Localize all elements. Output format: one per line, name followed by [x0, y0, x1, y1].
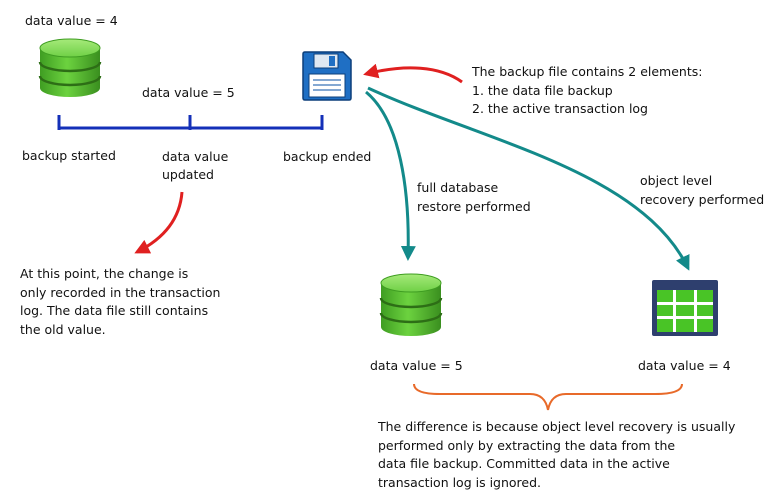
difference-note-line: performed only by extracting the data fr…: [378, 437, 676, 453]
transaction-note-line: log. The data file still contains: [20, 303, 209, 318]
backup-file-note-heading: The backup file contains 2 elements:: [472, 64, 703, 79]
backup-ended-label: backup ended: [283, 149, 372, 164]
database-icon: [379, 273, 443, 336]
difference-note-line: The difference is because object level r…: [378, 419, 736, 434]
backup-contents-arrow: [363, 63, 463, 84]
difference-note-line: data file backup. Committed data in the …: [378, 456, 670, 471]
backup-file-note: The backup file contains 2 elements: 1. …: [472, 63, 702, 119]
transaction-note-line: At this point, the change is: [20, 266, 189, 281]
backup-started-label: backup started: [22, 148, 116, 163]
table-grid-icon: [652, 280, 718, 336]
object-recovery-label-line1: object level: [640, 173, 713, 188]
difference-note-line: transaction log is ignored.: [378, 474, 542, 490]
updated-value-label: data value = 5: [142, 85, 235, 100]
full-restore-label-line2: restore performed: [417, 199, 531, 214]
difference-note: The difference is because object level r…: [378, 418, 735, 492]
transaction-note: At this point, the change is only record…: [20, 265, 220, 339]
backup-file-note-item: 2. the active transaction log: [472, 101, 648, 116]
full-restore-arrow: [365, 90, 416, 261]
data-updated-label-line2: updated: [162, 167, 214, 182]
object-recovery-result-label: data value = 4: [638, 358, 731, 373]
transaction-note-line: the old value.: [20, 321, 106, 337]
full-restore-label-line1: full database: [417, 180, 499, 195]
initial-value-label: data value = 4: [25, 13, 118, 28]
database-icon: [38, 38, 102, 97]
object-recovery-arrow: [367, 86, 690, 271]
transaction-note-arrow: [134, 191, 184, 254]
full-restore-result-label: data value = 5: [370, 358, 463, 373]
comparison-brace: [413, 383, 683, 411]
backup-timeline: [57, 115, 324, 130]
floppy-disk-icon: [302, 51, 352, 101]
data-updated-label-line1: data value: [162, 149, 229, 164]
object-recovery-label-line2: recovery performed: [640, 192, 765, 207]
backup-file-note-item: 1. the data file backup: [472, 82, 613, 98]
transaction-note-line: only recorded in the transaction: [20, 284, 221, 300]
